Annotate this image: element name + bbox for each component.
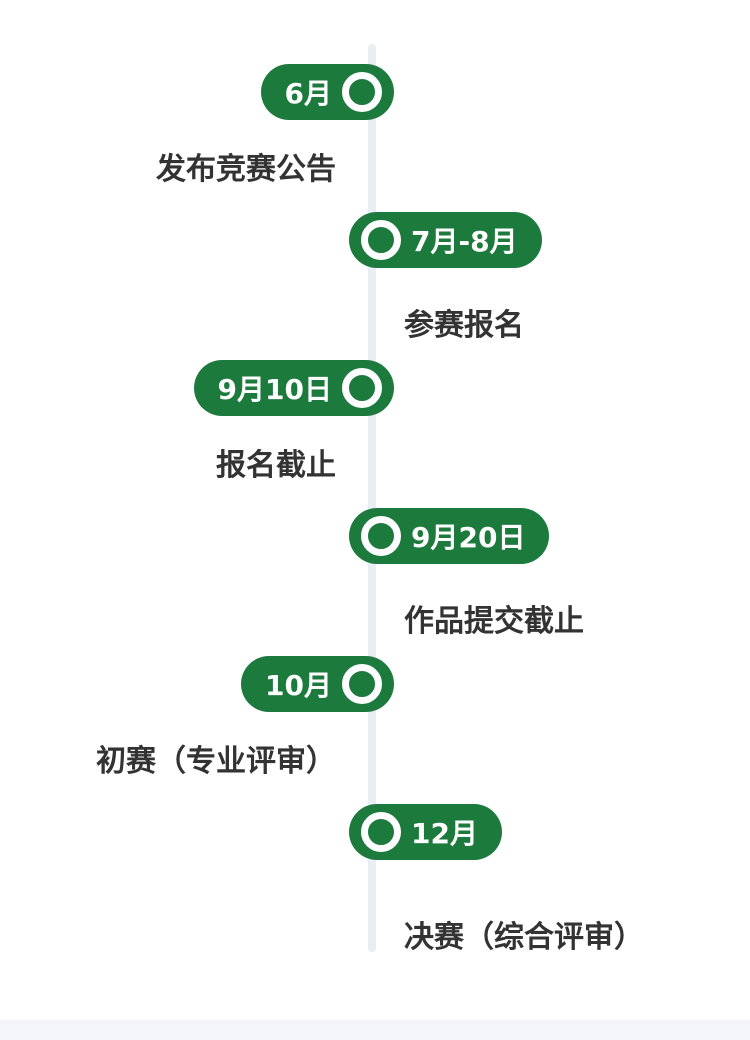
ring-dot-icon bbox=[342, 368, 382, 408]
ring-dot-icon bbox=[342, 664, 382, 704]
milestone-label: 初赛（专业评审） bbox=[96, 744, 336, 779]
milestone-badge: 6月 bbox=[260, 64, 394, 120]
milestone-date: 9月10日 bbox=[217, 373, 332, 406]
milestone-badge: 12月 bbox=[349, 804, 502, 860]
ring-dot-icon bbox=[361, 220, 401, 260]
milestone-badge: 9月10日 bbox=[193, 360, 394, 416]
ring-dot-icon bbox=[361, 812, 401, 852]
milestone-date: 12月 bbox=[411, 817, 478, 850]
milestone-date: 9月20日 bbox=[411, 521, 526, 554]
milestone-date: 7月-8月 bbox=[411, 225, 518, 258]
milestone-label: 决赛（综合评审） bbox=[404, 920, 644, 955]
milestone-label: 参赛报名 bbox=[404, 308, 524, 343]
ring-dot-icon bbox=[361, 516, 401, 556]
milestone-badge: 7月-8月 bbox=[349, 212, 542, 268]
milestone-label: 发布竞赛公告 bbox=[156, 152, 336, 187]
timeline-axis bbox=[368, 44, 376, 952]
milestone-badge: 10月 bbox=[241, 656, 394, 712]
ring-dot-icon bbox=[342, 72, 382, 112]
milestone-date: 6月 bbox=[284, 77, 332, 110]
milestone-label: 报名截止 bbox=[216, 448, 336, 483]
milestone-date: 10月 bbox=[265, 669, 332, 702]
milestone-badge: 9月20日 bbox=[349, 508, 550, 564]
page-bottom-band bbox=[0, 1020, 750, 1040]
milestone-label: 作品提交截止 bbox=[404, 604, 584, 639]
